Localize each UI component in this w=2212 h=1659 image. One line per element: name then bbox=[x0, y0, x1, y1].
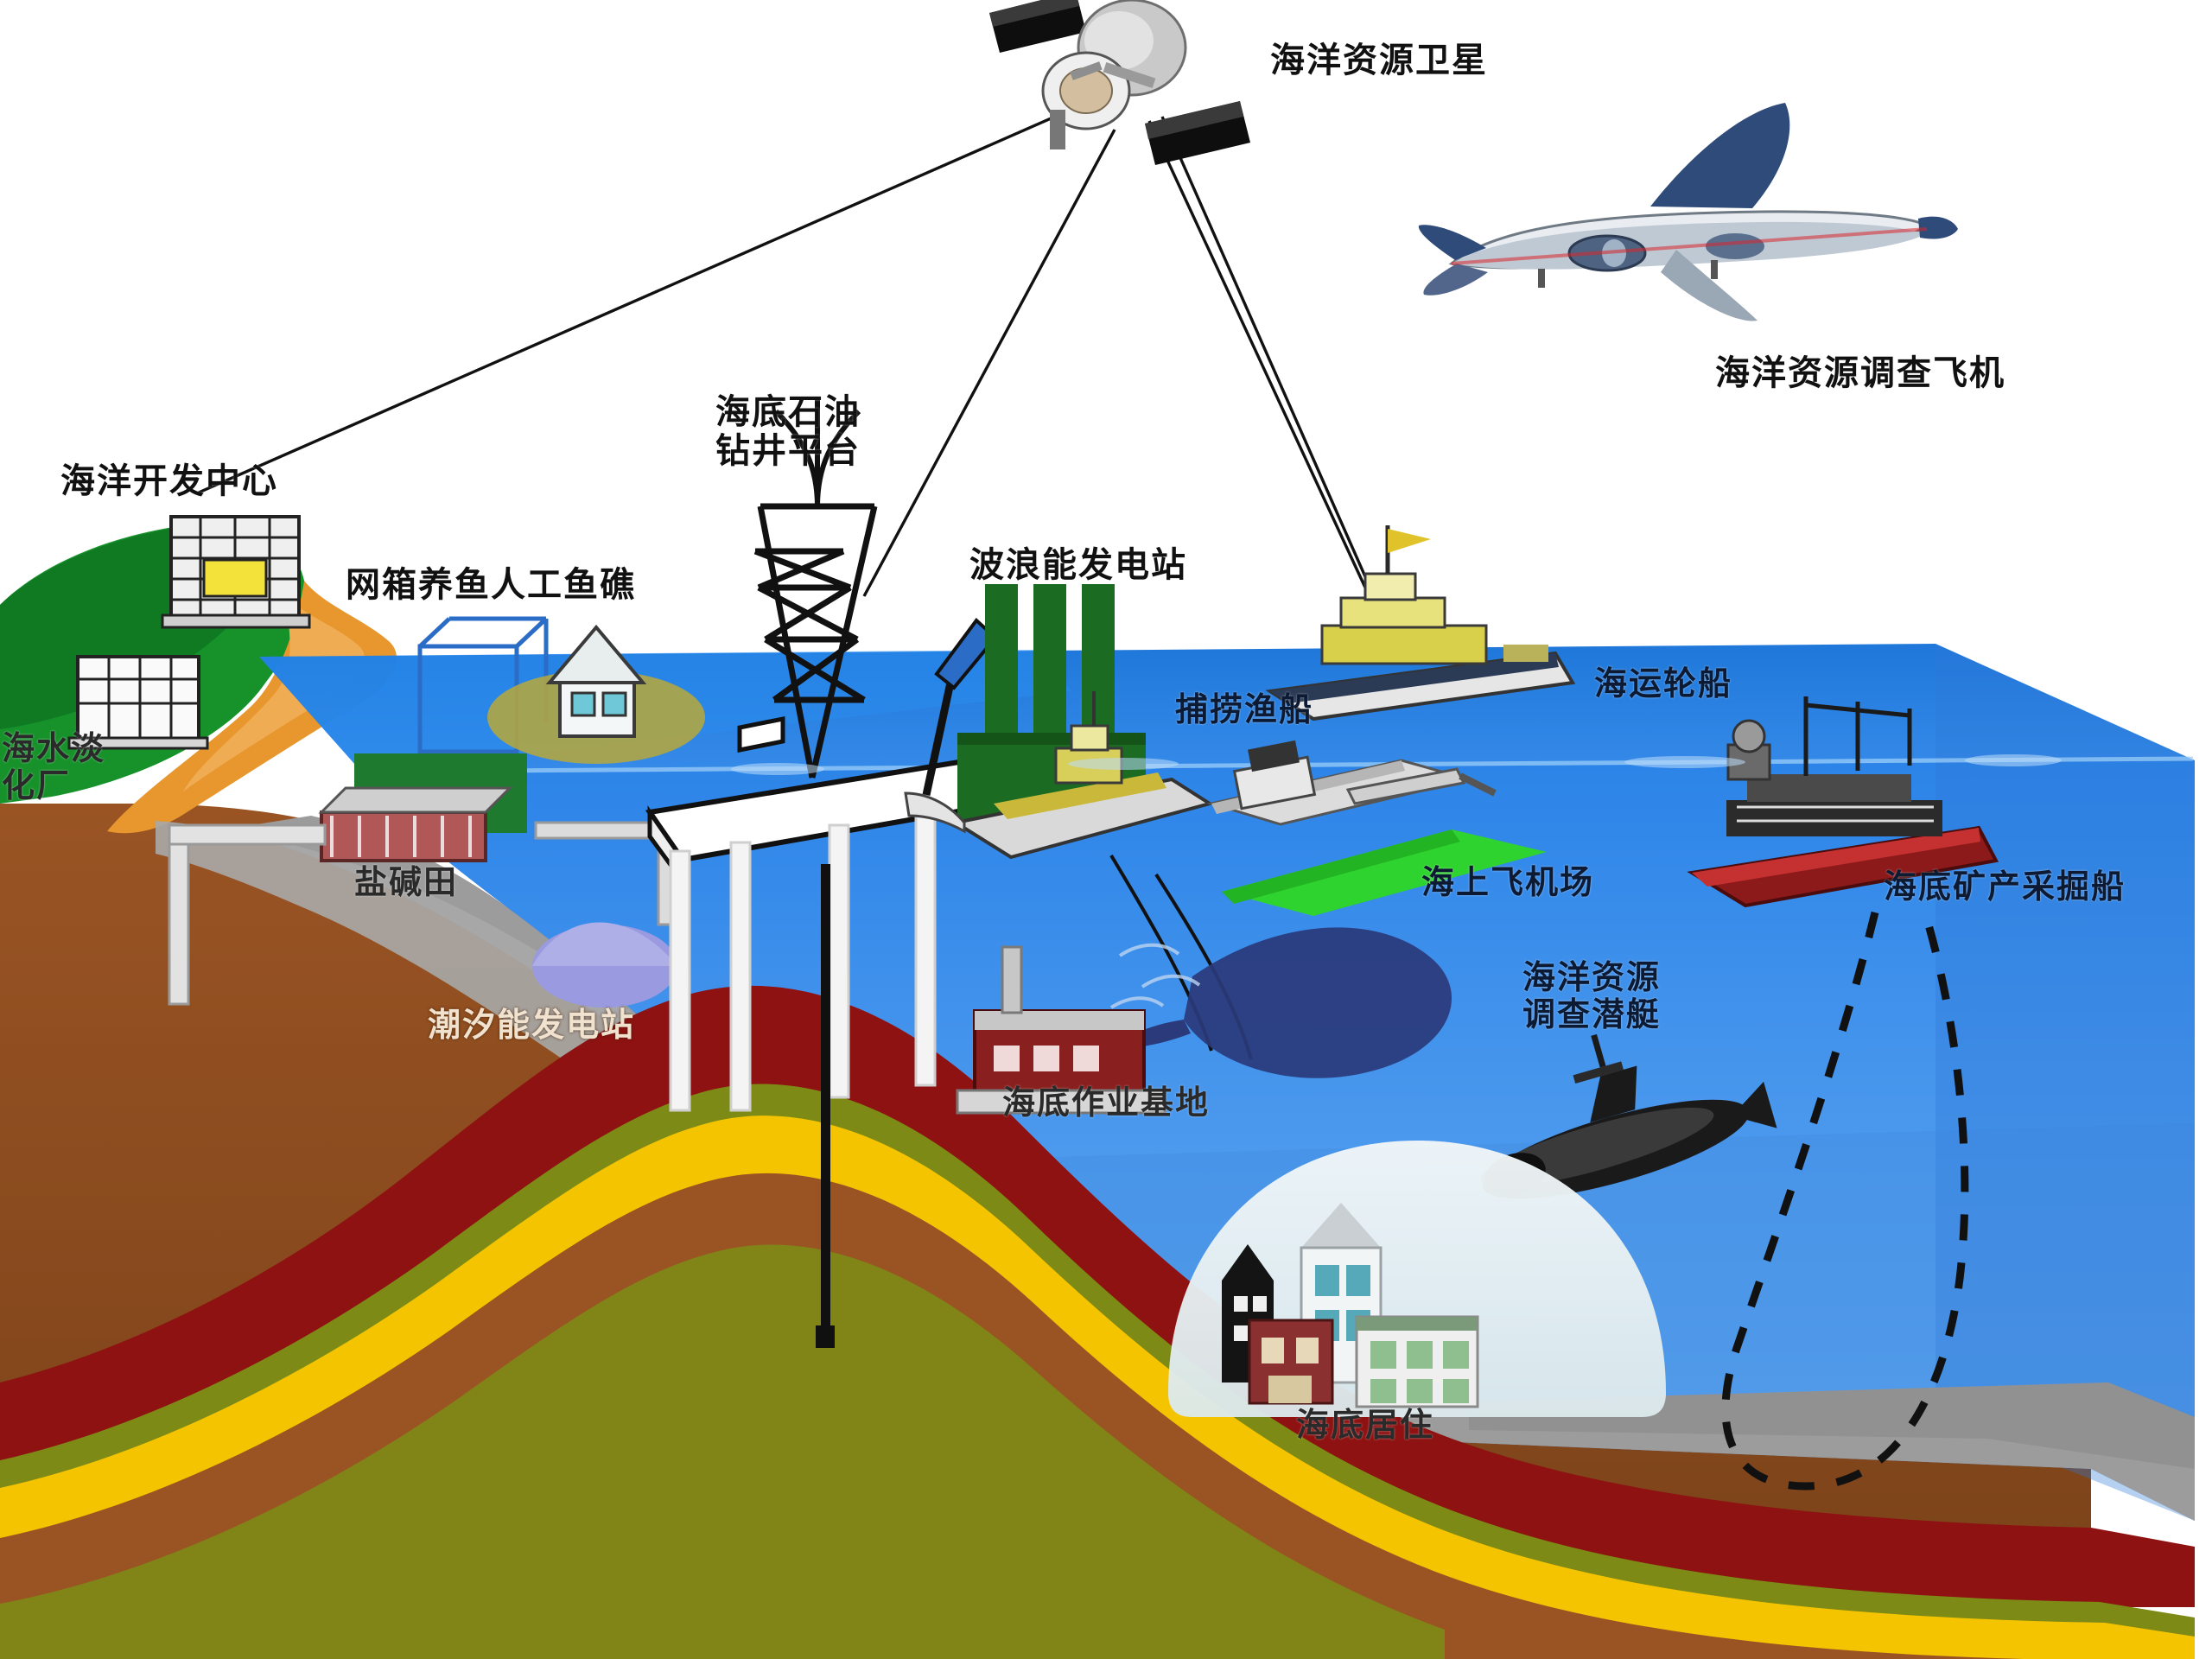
label-survey-submarine: 海洋资源 调查潜艇 bbox=[1522, 958, 1662, 1033]
label-tidal-power-station: 潮汐能发电站 bbox=[428, 1006, 636, 1044]
ocean-resource-satellite bbox=[989, 0, 1250, 165]
label-development-center: 海洋开发中心 bbox=[60, 461, 278, 501]
coastal-development-center bbox=[67, 515, 311, 750]
label-fish-cage-reef: 网箱养鱼人工鱼礁 bbox=[346, 565, 636, 605]
label-offshore-airport: 海上飞机场 bbox=[1421, 863, 1595, 901]
label-oil-platform: 海底石油 钻井平台 bbox=[715, 392, 861, 471]
label-salt-field: 盐碱田 bbox=[354, 863, 459, 901]
label-seabed-base: 海底作业基地 bbox=[1002, 1084, 1211, 1122]
label-satellite: 海洋资源卫星 bbox=[1270, 41, 1488, 80]
surface-waves bbox=[731, 754, 2062, 775]
dome-city bbox=[1222, 1203, 1479, 1408]
fish-cage-farm bbox=[318, 616, 705, 1007]
undersea-dome-habitat bbox=[1168, 1141, 1666, 1417]
geological-strata bbox=[0, 985, 2195, 1659]
offshore-oil-drilling-rig bbox=[645, 399, 1007, 1348]
survey-aircraft bbox=[1418, 103, 1958, 321]
label-cargo-ship: 海运轮船 bbox=[1594, 664, 1733, 702]
label-wave-power-station: 波浪能发电站 bbox=[969, 545, 1187, 585]
label-undersea-habitat: 海底居住 bbox=[1296, 1406, 1435, 1444]
satellite-signal-lines bbox=[198, 102, 1376, 597]
label-fishing-vessel: 捕捞渔船 bbox=[1175, 690, 1314, 728]
label-desalination-plant: 海水淡 化厂 bbox=[2, 729, 106, 804]
label-mining-vessel: 海底矿产采掘船 bbox=[1884, 868, 2126, 906]
seabed-operations-factory bbox=[956, 945, 1166, 1115]
reef-house bbox=[545, 624, 647, 738]
label-survey-aircraft: 海洋资源调查飞机 bbox=[1715, 353, 2005, 393]
floating-airport bbox=[1206, 740, 1547, 916]
cargo-vessel bbox=[1265, 525, 1576, 721]
